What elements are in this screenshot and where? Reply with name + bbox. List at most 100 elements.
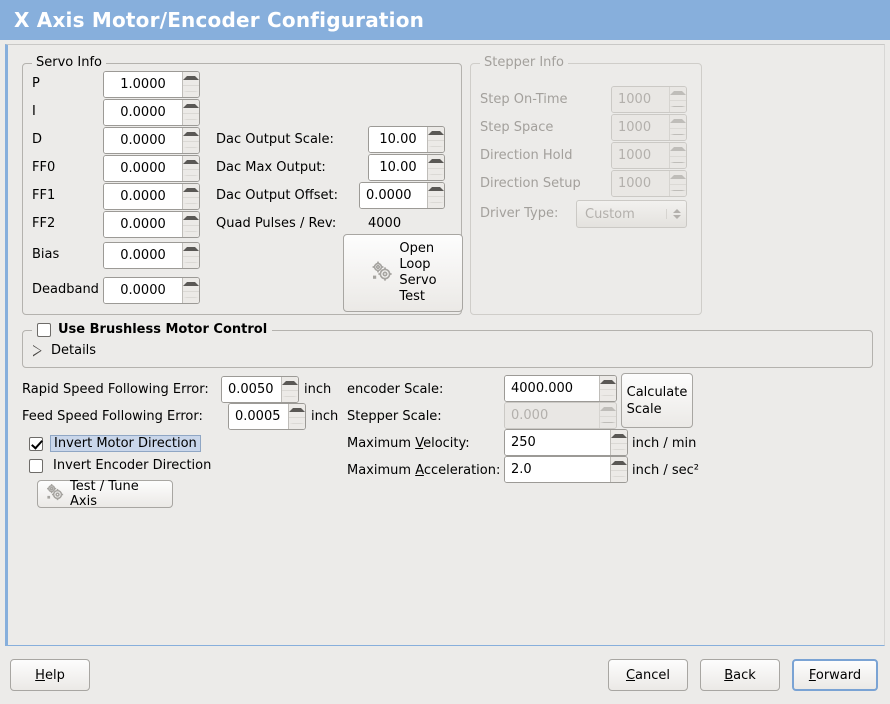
spinner-down-button[interactable] xyxy=(428,195,444,209)
invert-encoder-direction-checkbox[interactable]: Invert Encoder Direction xyxy=(29,458,214,473)
spinner-down-button[interactable] xyxy=(183,140,199,154)
spinner-down-button[interactable] xyxy=(611,442,627,456)
dac-max-output-input[interactable]: 10.00 xyxy=(368,154,445,181)
spinner-down-button[interactable] xyxy=(183,168,199,182)
spinner-up-button[interactable] xyxy=(428,183,444,196)
spinner-up-button[interactable] xyxy=(282,377,298,390)
servo-input-ff1[interactable]: 0.0000 xyxy=(103,183,200,210)
spinner-up-button[interactable] xyxy=(183,278,199,291)
spinner-buttons xyxy=(599,403,616,428)
spinner-up-button[interactable] xyxy=(600,376,616,389)
spinner-down-button[interactable] xyxy=(183,196,199,210)
use-brushless-motor-control-checkbox[interactable]: Use Brushless Motor Control xyxy=(32,322,273,337)
spinner-buttons[interactable] xyxy=(182,243,199,268)
maximum-velocity-value: 250 xyxy=(505,430,610,455)
servo-input-bias[interactable]: 0.0000 xyxy=(103,242,200,269)
servo-value-d: 0.0000 xyxy=(104,128,182,153)
spinner-down-button[interactable] xyxy=(282,389,298,403)
invert-motor-direction-checkbox[interactable]: Invert Motor Direction xyxy=(29,435,201,452)
spinner-up-button[interactable] xyxy=(428,155,444,168)
window-body: Servo Info P 1.0000 I 0.0000 D 0.0000 xyxy=(0,40,890,704)
page-title: X Axis Motor/Encoder Configuration xyxy=(14,8,425,32)
calculate-scale-button[interactable]: Calculate Scale xyxy=(621,373,693,428)
spinner-down-button xyxy=(600,415,616,429)
servo-input-d[interactable]: 0.0000 xyxy=(103,127,200,154)
spinner-up-button[interactable] xyxy=(183,128,199,141)
dac-max-output-value: 10.00 xyxy=(369,155,427,180)
invert-encoder-checkbox-box[interactable] xyxy=(29,458,43,473)
spinner-down-button xyxy=(670,155,686,169)
dac-output-offset-value: 0.0000 xyxy=(360,183,427,208)
spinner-buttons[interactable] xyxy=(182,184,199,209)
spinner-up-button[interactable] xyxy=(428,127,444,140)
spinner-buttons[interactable] xyxy=(281,377,298,402)
spinner-up-button[interactable] xyxy=(183,243,199,256)
spinner-up-button[interactable] xyxy=(183,212,199,225)
spinner-down-button[interactable] xyxy=(289,416,305,430)
spinner-buttons[interactable] xyxy=(182,72,199,97)
spinner-buttons[interactable] xyxy=(427,127,444,152)
spinner-down-button[interactable] xyxy=(183,84,199,98)
spinner-buttons[interactable] xyxy=(182,128,199,153)
servo-value-p: 1.0000 xyxy=(104,72,182,97)
cancel-button[interactable]: Cancel xyxy=(608,659,688,691)
spinner-buttons[interactable] xyxy=(427,155,444,180)
cancel-button-label: Cancel xyxy=(625,667,671,683)
encoder-scale-input[interactable]: 4000.000 xyxy=(504,375,617,402)
cancel-mnemonic: C xyxy=(625,667,636,683)
spinner-buttons[interactable] xyxy=(599,376,616,401)
servo-input-ff0[interactable]: 0.0000 xyxy=(103,155,200,182)
feed-speed-unit-label: inch xyxy=(311,409,339,424)
help-button[interactable]: Help xyxy=(10,659,90,691)
spinner-up-button[interactable] xyxy=(183,72,199,85)
spinner-buttons[interactable] xyxy=(427,183,444,208)
spinner-down-button[interactable] xyxy=(428,167,444,181)
spinner-down-button[interactable] xyxy=(183,224,199,238)
spinner-down-button[interactable] xyxy=(611,469,627,483)
invert-motor-checkbox-box[interactable] xyxy=(29,436,43,451)
details-expander[interactable]: Details xyxy=(33,343,96,358)
spinner-buttons[interactable] xyxy=(288,404,305,429)
spinner-buttons[interactable] xyxy=(182,278,199,303)
max-velocity-mnemonic: V xyxy=(415,436,424,451)
spinner-up-button[interactable] xyxy=(611,457,627,470)
servo-info-frame: Servo Info P 1.0000 I 0.0000 D 0.0000 xyxy=(22,55,463,315)
feed-speed-following-error-input[interactable]: 0.0005 xyxy=(228,403,306,430)
spinner-up-button xyxy=(670,87,686,100)
spinner-down-button[interactable] xyxy=(600,388,616,402)
spinner-down-button[interactable] xyxy=(428,139,444,153)
test-tune-axis-button[interactable]: Test / Tune Axis xyxy=(37,479,173,509)
spinner-buttons[interactable] xyxy=(182,100,199,125)
spinner-up-button[interactable] xyxy=(183,100,199,113)
spinner-buttons[interactable] xyxy=(182,212,199,237)
dac-output-scale-input[interactable]: 10.00 xyxy=(368,126,445,153)
spinner-down-button[interactable] xyxy=(183,255,199,269)
servo-input-deadband[interactable]: 0.0000 xyxy=(103,277,200,304)
rapid-speed-unit-label: inch xyxy=(304,382,332,397)
spinner-up-button[interactable] xyxy=(183,184,199,197)
driver-type-select: Custom xyxy=(576,200,687,228)
spinner-down-button[interactable] xyxy=(183,290,199,304)
maximum-acceleration-input[interactable]: 2.0 xyxy=(504,456,628,483)
servo-input-ff2[interactable]: 0.0000 xyxy=(103,211,200,238)
servo-input-p[interactable]: 1.0000 xyxy=(103,71,200,98)
spinner-buttons[interactable] xyxy=(182,156,199,181)
maximum-velocity-input[interactable]: 250 xyxy=(504,429,628,456)
servo-input-i[interactable]: 0.0000 xyxy=(103,99,200,126)
spinner-up-button[interactable] xyxy=(183,156,199,169)
brushless-checkbox-box[interactable] xyxy=(37,322,51,337)
max-velocity-label-post: elocity: xyxy=(423,436,470,451)
dac-output-offset-input[interactable]: 0.0000 xyxy=(359,182,445,209)
spinner-buttons[interactable] xyxy=(610,457,627,482)
maximum-acceleration-label: Maximum Acceleration: xyxy=(347,463,500,478)
spinner-buttons[interactable] xyxy=(610,430,627,455)
rapid-speed-following-error-input[interactable]: 0.0050 xyxy=(221,376,299,403)
spinner-up-button[interactable] xyxy=(611,430,627,443)
spinner-up-button[interactable] xyxy=(289,404,305,417)
step-on-time-label: Step On-Time xyxy=(480,92,568,107)
back-button[interactable]: Back xyxy=(700,659,780,691)
forward-button[interactable]: Forward xyxy=(792,659,878,691)
open-loop-servo-test-button[interactable]: Open Loop Servo Test xyxy=(343,234,463,312)
calculate-scale-label: Calculate Scale xyxy=(627,384,688,418)
spinner-down-button[interactable] xyxy=(183,112,199,126)
